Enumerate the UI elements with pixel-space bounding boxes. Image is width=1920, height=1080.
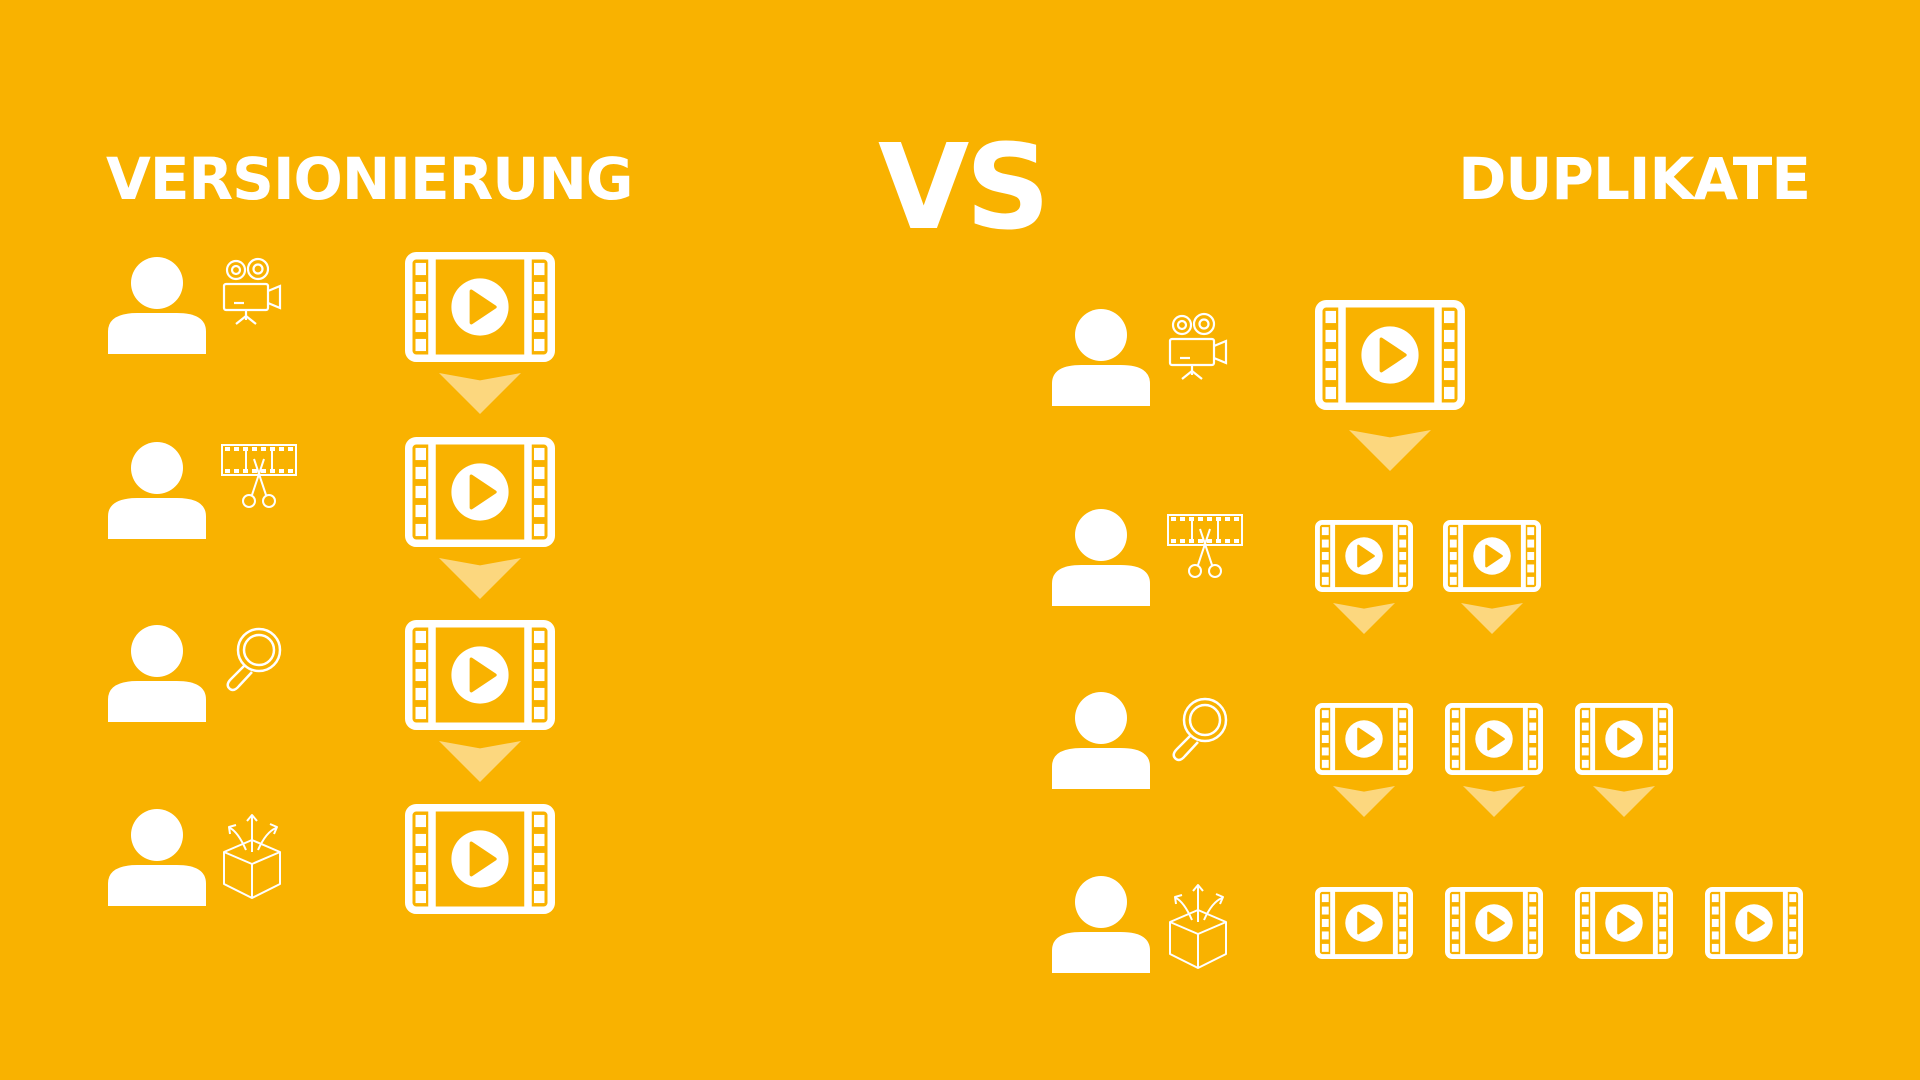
duplikate-title: DUPLIKATE	[1458, 145, 1811, 213]
vs-title: VS	[878, 118, 1050, 256]
film-cut-icon	[1167, 514, 1243, 578]
video-icon	[1314, 520, 1413, 593]
down-arrow-icon	[439, 741, 521, 782]
video-icon	[1314, 703, 1413, 776]
video-icon	[1574, 887, 1673, 960]
person-icon	[108, 809, 206, 906]
video-icon	[405, 252, 555, 362]
person-icon	[1052, 692, 1150, 789]
down-arrow-icon	[1349, 430, 1431, 471]
video-icon	[1574, 703, 1673, 776]
down-arrow-icon	[1593, 786, 1655, 817]
down-arrow-icon	[439, 558, 521, 599]
video-icon	[1444, 703, 1543, 776]
video-icon	[405, 620, 555, 730]
down-arrow-icon	[439, 373, 521, 414]
camera-icon	[222, 257, 282, 325]
down-arrow-icon	[1333, 603, 1395, 634]
versionierung-title: VERSIONIERUNG	[106, 145, 633, 213]
video-icon	[405, 804, 555, 914]
export-box-icon	[223, 814, 281, 899]
film-cut-icon	[221, 444, 297, 508]
magnifier-icon	[226, 627, 282, 692]
down-arrow-icon	[1463, 786, 1525, 817]
person-icon	[108, 257, 206, 354]
person-icon	[108, 442, 206, 539]
down-arrow-icon	[1333, 786, 1395, 817]
person-icon	[1052, 309, 1150, 406]
video-icon	[1444, 887, 1543, 960]
duplikate-column	[1052, 300, 1803, 973]
person-icon	[108, 625, 206, 722]
video-icon	[405, 437, 555, 547]
versionierung-column	[108, 252, 555, 914]
camera-icon	[1168, 312, 1228, 380]
video-icon	[1315, 300, 1465, 410]
video-icon	[1314, 887, 1413, 960]
video-icon	[1442, 520, 1541, 593]
video-icon	[1704, 887, 1803, 960]
person-icon	[1052, 876, 1150, 973]
down-arrow-icon	[1461, 603, 1523, 634]
magnifier-icon	[1172, 697, 1228, 762]
export-box-icon	[1169, 884, 1227, 969]
person-icon	[1052, 509, 1150, 606]
